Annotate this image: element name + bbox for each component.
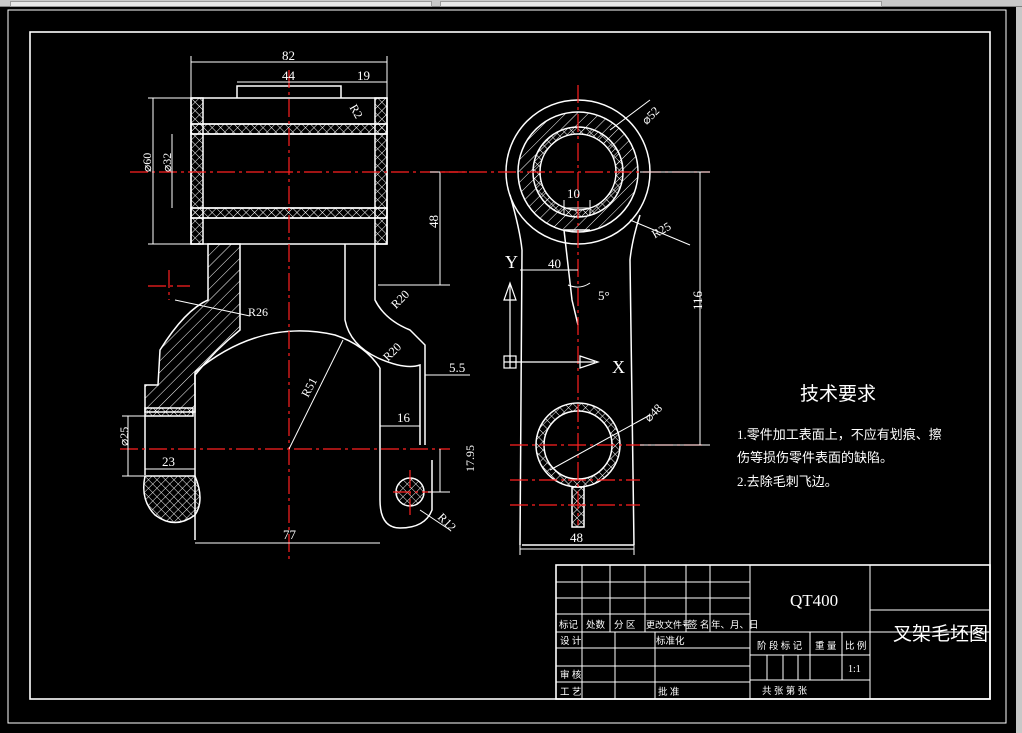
left-centerlines <box>120 70 470 560</box>
dim-48-bottom: 48 <box>570 530 583 545</box>
dim-r20-top: R20 <box>388 287 412 311</box>
title-block-texts: 标记 处数 分 区 更改文件号 签 名 年、月、日 设 计 标准化 审 核 工 … <box>559 591 988 698</box>
tb-sheets: 共 张 第 张 <box>762 685 808 697</box>
tb-process: 工 艺 <box>560 687 581 698</box>
boss-wall-hatch-right <box>374 97 388 245</box>
dim-40: 40 <box>548 256 561 271</box>
dim-5-5: 5.5 <box>449 360 465 375</box>
dim-82: 82 <box>282 48 295 63</box>
tb-drawing-name: 叉架毛坯图 <box>893 623 988 645</box>
tb-sign: 签 名 <box>688 619 709 631</box>
cad-drawing-canvas[interactable]: 82 44 19 R2 ⌀60 ⌀32 48 R26 R20 R20 R51 5… <box>0 6 1016 733</box>
dim-116: 116 <box>690 290 705 310</box>
boss-wall-hatch-top-left <box>190 97 204 245</box>
dim-16: 16 <box>397 410 411 425</box>
dim-48-left: 48 <box>426 215 441 228</box>
front-section-view <box>143 85 433 540</box>
ucs-axis-icon <box>503 281 600 369</box>
dim-dia60: ⌀60 <box>140 153 154 172</box>
vertical-scrollbar[interactable] <box>1016 7 1022 733</box>
tb-mark: 标记 <box>559 619 579 631</box>
dim-23: 23 <box>162 454 175 469</box>
tech-req-line2: 伤等损伤零件表面的缺陷。 <box>737 450 893 465</box>
lower-boss-hatch <box>143 475 201 524</box>
dim-5deg: 5° <box>598 288 610 303</box>
tb-material: QT400 <box>790 591 838 610</box>
horizontal-scrollbar[interactable] <box>0 0 1022 7</box>
tb-standard: 标准化 <box>656 635 685 647</box>
dim-r12: R12 <box>435 510 459 534</box>
tb-design: 设 计 <box>560 635 582 647</box>
tb-scale-value: 1:1 <box>848 664 861 675</box>
right-dim-lines <box>519 99 710 555</box>
tb-stage-mark: 阶 段 标 记 <box>757 640 803 652</box>
inner-frame <box>29 31 991 700</box>
tb-weight: 重 量 <box>815 640 837 652</box>
dim-r51: R51 <box>298 375 320 399</box>
dim-10: 10 <box>567 186 580 201</box>
axis-y-label: Y <box>505 252 518 272</box>
tb-review: 审 核 <box>560 669 582 681</box>
dim-19: 19 <box>357 68 370 83</box>
dim-17-95: 17.95 <box>463 445 477 472</box>
dim-r25: R25 <box>649 219 673 241</box>
dim-r26: R26 <box>248 305 268 319</box>
dim-dia32: ⌀32 <box>160 153 174 172</box>
tb-zone: 分 区 <box>614 620 636 631</box>
title-block <box>555 564 991 700</box>
arm-left-hatch <box>144 243 241 413</box>
tb-docno: 更改文件号 <box>646 619 691 630</box>
scrollbar-thumb-2[interactable] <box>440 1 882 7</box>
tech-req-title: 技术要求 <box>800 383 876 405</box>
arm-bottom-hatch <box>144 407 194 417</box>
dim-77: 77 <box>283 527 297 542</box>
tech-req-line1: 1.零件加工表面上，不应有划痕、擦 <box>737 427 942 442</box>
scrollbar-thumb[interactable] <box>10 1 432 7</box>
tb-count: 处数 <box>586 619 606 631</box>
dim-44: 44 <box>282 68 296 83</box>
tech-req-line3: 2.去除毛刺飞边。 <box>737 474 838 489</box>
dim-r2: R2 <box>347 102 366 121</box>
tb-ratio: 比 例 <box>845 640 866 652</box>
outer-border <box>7 9 1007 724</box>
tb-approve: 批 准 <box>658 686 680 698</box>
axis-x-label: X <box>612 357 625 377</box>
dim-dia25: ⌀25 <box>117 427 131 446</box>
left-dim-lines <box>122 56 470 544</box>
dim-dia52: ⌀52 <box>639 104 663 128</box>
dim-dia48: ⌀48 <box>642 401 666 425</box>
tb-date: 年、月、日 <box>711 619 759 631</box>
